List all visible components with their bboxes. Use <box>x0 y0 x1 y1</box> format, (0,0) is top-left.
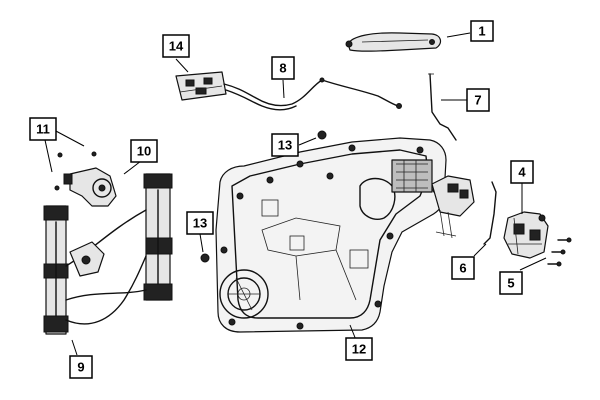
leader-lines <box>44 32 547 356</box>
door-module-panel <box>215 137 475 333</box>
callout-4: 4 <box>510 160 534 184</box>
callout-13-lower: 13 <box>186 211 214 235</box>
callout-11-label: 11 <box>36 122 50 137</box>
latch-screws <box>547 237 572 267</box>
motor-screws <box>54 151 97 191</box>
callout-5: 5 <box>499 271 523 295</box>
callout-14: 14 <box>162 34 190 58</box>
callout-7-label: 7 <box>474 93 481 108</box>
callout-8: 8 <box>271 56 295 80</box>
exterior-door-handle <box>345 32 442 52</box>
window-regulator-motor <box>63 167 117 207</box>
handle-bracket <box>175 71 227 101</box>
callout-5-label: 5 <box>507 276 514 291</box>
callout-13-upper-label: 13 <box>278 138 292 153</box>
callout-8-label: 8 <box>279 61 286 76</box>
callout-10-label: 10 <box>137 144 151 159</box>
callout-14-label: 14 <box>169 39 184 54</box>
callout-1-label: 1 <box>478 24 485 39</box>
door-latch <box>503 211 549 259</box>
callout-9: 9 <box>69 355 93 379</box>
clip-lower <box>200 253 210 263</box>
callout-10: 10 <box>130 139 158 163</box>
callout-13-lower-label: 13 <box>193 216 207 231</box>
callout-12-label: 12 <box>352 342 366 357</box>
callout-6-label: 6 <box>459 261 466 276</box>
latch-rod <box>483 181 497 245</box>
clip-upper <box>317 130 327 140</box>
callout-13-upper: 13 <box>271 133 299 157</box>
callout-11: 11 <box>29 117 57 141</box>
callout-6: 6 <box>451 256 475 280</box>
actuator-cables <box>223 77 402 111</box>
callout-4-label: 4 <box>518 165 526 180</box>
callout-12: 12 <box>345 337 373 361</box>
callout-9-label: 9 <box>77 360 84 375</box>
lock-rod <box>428 73 457 141</box>
callout-1: 1 <box>470 20 494 42</box>
window-regulator <box>43 173 173 335</box>
callout-7: 7 <box>466 88 490 112</box>
